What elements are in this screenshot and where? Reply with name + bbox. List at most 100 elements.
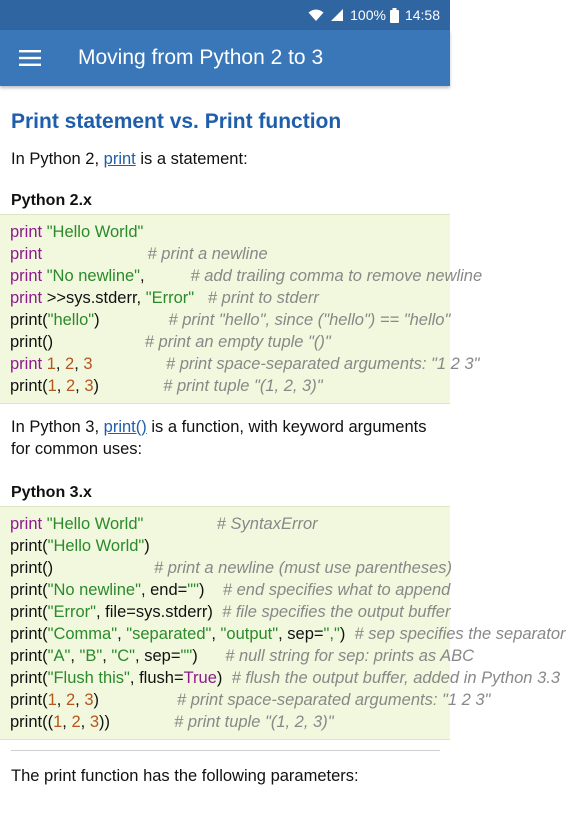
code-token: ): [199, 581, 223, 599]
code-token: ,: [56, 377, 66, 395]
code-line: print # print a newline: [10, 243, 450, 265]
code-token: # print to stderr: [207, 289, 319, 307]
code-token: ): [216, 669, 232, 687]
code-token: 2: [65, 377, 76, 395]
code-token: "Hello World": [46, 223, 144, 241]
code-token: ,: [102, 647, 112, 665]
code-token: "C": [111, 647, 136, 665]
code-token: "hello": [47, 311, 95, 329]
code-token: 2: [65, 691, 76, 709]
code-token: print(: [10, 691, 48, 709]
code-token: True: [183, 669, 217, 687]
menu-button[interactable]: [0, 30, 60, 86]
code-token: "Error": [47, 603, 96, 621]
code-token: [93, 355, 166, 373]
battery-icon: [389, 7, 399, 23]
code-token: "Hello World": [46, 515, 144, 533]
code-token: ,: [75, 691, 85, 709]
code-token: "No newline": [46, 267, 141, 285]
code-token: print(: [10, 603, 48, 621]
code-token: , end=: [140, 581, 188, 599]
python3-intro-pre: In Python 3,: [11, 418, 104, 436]
code-token: # sep specifies the separator: [354, 625, 566, 643]
code-token: "Hello World": [47, 537, 145, 555]
code-token: ,: [74, 355, 84, 373]
code-token: print(: [10, 669, 48, 687]
code-line: print() # print a newline (must use pare…: [10, 557, 453, 579]
code-token: ): [93, 691, 177, 709]
code-token: print(: [10, 647, 48, 665]
section-title: Print statement vs. Print function: [11, 110, 342, 133]
code-token: # print tuple "(1, 2, 3)": [163, 377, 323, 395]
python3-intro: In Python 3, print() is a function, with…: [11, 416, 450, 460]
app-bar: Moving from Python 2 to 3: [0, 30, 450, 86]
code-token: 3: [84, 377, 94, 395]
code-line: print >>sys.stderr, "Error" # print to s…: [10, 287, 450, 309]
code-token: # file specifies the output buffer: [222, 603, 451, 621]
code-token: [42, 245, 147, 263]
python3-heading: Python 3.x: [11, 484, 92, 501]
code-token: )): [99, 713, 175, 731]
code-token: ,: [56, 691, 66, 709]
code-line: print(1, 2, 3) # print space-separated a…: [10, 689, 490, 711]
code-token: [143, 515, 216, 533]
article-content[interactable]: Print statement vs. Print function In Py…: [0, 110, 566, 824]
code-token: ,: [140, 267, 191, 285]
code-token: ): [339, 625, 355, 643]
print-statement-link[interactable]: print: [103, 150, 136, 168]
code-line: print "Hello World" # SyntaxError: [10, 513, 450, 535]
code-token: 2: [65, 355, 75, 373]
code-token: # SyntaxError: [216, 515, 318, 533]
code-token: ): [93, 377, 164, 395]
code-token: 1: [47, 377, 57, 395]
code-token: print: [10, 267, 47, 285]
code-token: ,: [55, 355, 66, 373]
battery-level: 100%: [350, 7, 386, 23]
code-token: 1: [53, 713, 63, 731]
code-token: >>sys.stderr,: [46, 289, 146, 307]
code-token: ,: [62, 713, 72, 731]
code-token: "Error": [145, 289, 195, 307]
code-token: print(): [10, 559, 154, 577]
code-token: ): [192, 647, 226, 665]
code-token: ,: [75, 377, 85, 395]
code-token: ",": [323, 625, 340, 643]
code-token: "B": [79, 647, 103, 665]
code-token: "No newline": [47, 581, 141, 599]
code-token: # print a newline (must use parentheses): [153, 559, 453, 577]
code-token: print: [10, 223, 47, 241]
code-token: [194, 289, 208, 307]
code-token: print: [10, 245, 43, 263]
code-token: "": [187, 581, 200, 599]
code-token: # add trailing comma to remove newline: [190, 267, 483, 285]
code-token: # print space-separated arguments: "1 2 …: [165, 355, 480, 373]
code-token: "Flush this": [47, 669, 130, 687]
code-token: # end specifies what to append: [222, 581, 451, 599]
code-token: , flush=: [129, 669, 184, 687]
wifi-icon: [308, 9, 324, 21]
code-token: # print "hello", since ("hello") == "hel…: [168, 311, 451, 329]
code-line: print "Hello World": [10, 221, 450, 243]
code-token: , file=sys.stderr): [95, 603, 223, 621]
code-token: print(: [10, 625, 48, 643]
code-token: print(): [10, 333, 145, 351]
code-token: 3: [89, 713, 99, 731]
code-token: # print space-separated arguments: "1 2 …: [176, 691, 491, 709]
python2-code-block: print "Hello World"print # print a newli…: [0, 214, 482, 404]
code-token: ): [94, 311, 169, 329]
code-token: print(: [10, 311, 48, 329]
code-token: # flush the output buffer, added in Pyth…: [231, 669, 561, 687]
code-line: print("hello") # print "hello", since ("…: [10, 309, 450, 331]
code-token: 1: [47, 691, 57, 709]
print-function-link[interactable]: print(): [103, 418, 147, 436]
code-token: "A": [47, 647, 71, 665]
code-line: print "No newline", # add trailing comma…: [10, 265, 482, 287]
python2-intro: In Python 2, print is a statement:: [11, 148, 450, 170]
code-line: print("Flush this", flush=True) # flush …: [10, 667, 560, 689]
code-line: print("Error", file=sys.stderr) # file s…: [10, 601, 450, 623]
code-token: "output": [220, 625, 279, 643]
code-token: print(: [10, 537, 48, 555]
code-line: print() # print an empty tuple "()": [10, 331, 450, 353]
status-bar: 100% 14:58: [0, 0, 450, 30]
